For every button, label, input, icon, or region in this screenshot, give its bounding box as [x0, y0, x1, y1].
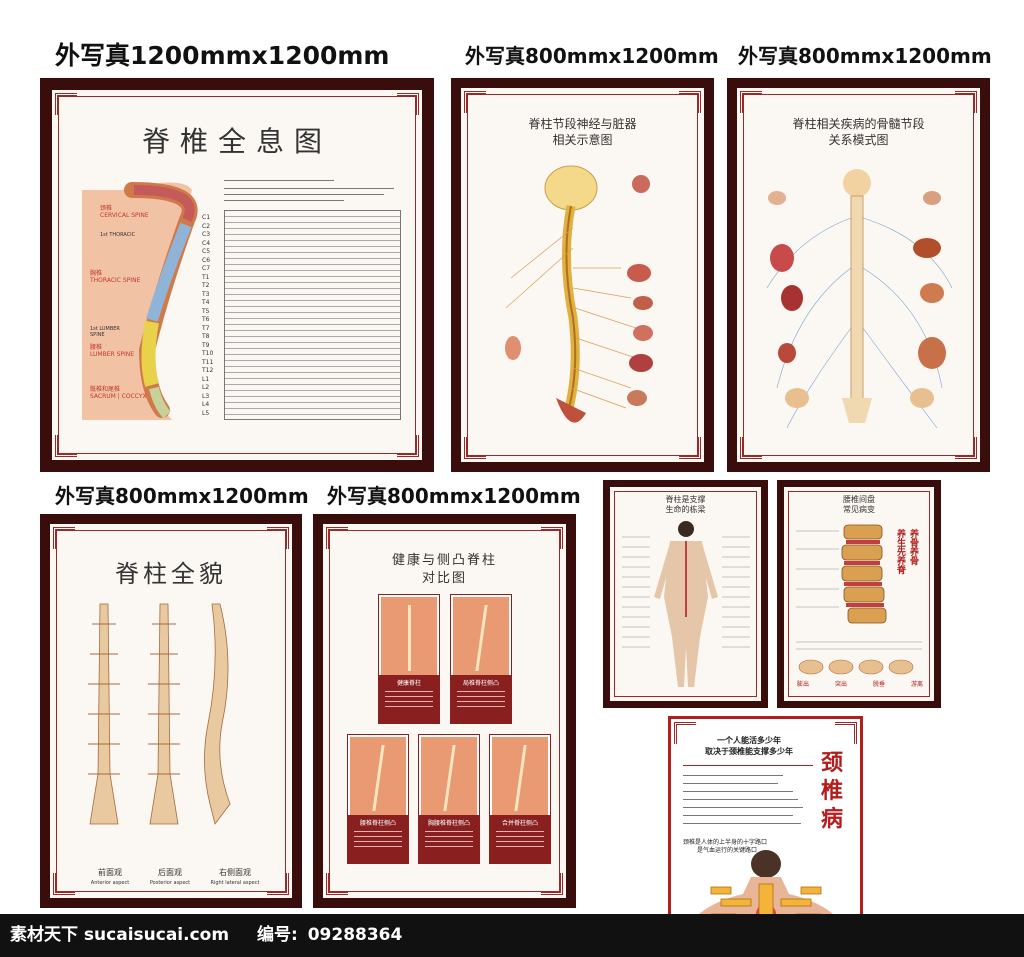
vertebra-label: T12 [202, 367, 214, 374]
poster-frame-pillar-of-life: 脊柱是支撑生命的栋梁 [603, 480, 768, 708]
poster-pillar-of-life: 脊柱是支撑生命的栋梁 [610, 487, 761, 701]
back-body-illustration [622, 521, 750, 687]
spine-line [443, 745, 456, 811]
size-label-poster-2: 外写真800mmx1200mm [465, 44, 719, 68]
lumbar-spine-illustration [796, 524, 922, 675]
back-figure [350, 737, 406, 815]
vertebra-label: T10 [202, 350, 214, 357]
vertebra-label: L1 [202, 375, 210, 383]
vertebra-label: T3 [202, 290, 210, 298]
body-note: 颈椎是人体的上半身的十字路口 是气血运行的关键路口 [683, 839, 768, 854]
size-label-poster-4: 外写真800mmx1200mm [55, 484, 309, 508]
poster-nerves-organs: 脊柱节段神经与脏器相关示意图 [461, 88, 704, 462]
poster-title: 脊柱全貌 [115, 560, 227, 588]
scoliosis-card: 合并脊柱侧凸 [489, 734, 551, 864]
poster-frame-nerves-organs: 脊柱节段神经与脏器相关示意图 [451, 78, 714, 472]
vertebra-label: C7 [202, 265, 211, 272]
spine-line [408, 605, 411, 671]
poster-title: 脊柱节段神经与脏器相关示意图 [528, 117, 637, 147]
poster-frame-disc-lesions: 腰椎间盘常见病变 养生先养脊 养骨养骨 [777, 480, 941, 708]
vertebra-label: T7 [202, 324, 210, 332]
size-label-poster-3: 外写真800mmx1200mm [738, 44, 992, 68]
card-label: 局椎脊柱侧凸 [462, 680, 499, 687]
spine-three-views [88, 603, 231, 825]
card-caption-band: 健康脊柱 [379, 675, 439, 723]
vertebra-label: L5 [202, 409, 210, 417]
nervous-system-illustration [505, 165, 653, 423]
region-label-first-thoracic: 1st THORACIC [100, 232, 136, 238]
scoliosis-card: 健康脊柱 [378, 594, 440, 724]
vertebra-label: C3 [202, 231, 211, 238]
size-label-poster-5: 外写真800mmx1200mm [327, 484, 581, 508]
back-figure [381, 597, 437, 675]
info-table [224, 210, 401, 420]
card-label: 合并脊柱侧凸 [501, 820, 538, 827]
vertebra-label: T2 [202, 282, 210, 289]
watermark-bar [0, 914, 1024, 957]
back-figure [492, 737, 548, 815]
card-label: 健康脊柱 [396, 680, 421, 687]
vertebra-label: C5 [202, 248, 211, 255]
vertebra-label: C4 [202, 239, 211, 247]
poster-title: 脊椎全息图 [141, 125, 332, 158]
poster-disc-lesions: 腰椎间盘常见病变 养生先养脊 养骨养骨 [784, 487, 934, 701]
card-caption-band: 合并脊柱侧凸 [490, 815, 550, 863]
watermark-text: 素材天下 sucaisucai.com 编号: 09288364 [10, 925, 403, 945]
card-label: 胸腰椎脊柱侧凸 [427, 820, 470, 827]
vertebra-label: T5 [202, 307, 210, 315]
disc-lesion-labels: 膨出突出 脱垂游离 [797, 681, 923, 688]
vertebra-label: C1 [202, 214, 211, 221]
poster-frame-disease-segments: 脊柱相关疾病的骨髓节段关系模式图 [727, 78, 990, 472]
headline: 一个人能活多少年取决于颈椎能支撑多少年 [705, 736, 793, 756]
vertebra-label: T6 [202, 316, 210, 323]
vertebra-label: C2 [202, 222, 211, 230]
vertebra-label: T8 [202, 333, 210, 340]
poster-disease-segments: 脊柱相关疾病的骨髓节段关系模式图 [737, 88, 980, 462]
vertebra-label: T1 [202, 273, 210, 281]
back-figure [453, 597, 509, 675]
poster-title: 健康与侧凸脊柱对比图 [391, 553, 497, 586]
card-caption-band: 胸腰椎脊柱侧凸 [419, 815, 479, 863]
poster-scoliosis: 健康与侧凸脊柱对比图 健康脊柱 局椎脊柱侧凸腰椎脊柱侧凸 胸腰椎脊柱侧凸 合并脊柱侧凸 [323, 524, 566, 898]
card-label: 腰椎脊柱侧凸 [359, 820, 396, 827]
poster-frame-scoliosis: 健康与侧凸脊柱对比图 健康脊柱 局椎脊柱侧凸腰椎脊柱侧凸 胸腰椎脊柱侧凸 合并脊柱侧凸 [313, 514, 576, 908]
spine-line [475, 605, 488, 671]
size-label-poster-1: 外写真1200mmx1200mm [55, 41, 390, 70]
spine-line [372, 745, 385, 811]
big-title-cervical: 颈椎病 [821, 750, 844, 832]
vertebra-label: T9 [202, 341, 210, 349]
spinal-segment-diagram [766, 169, 953, 429]
poster-title: 脊柱相关疾病的骨髓节段关系模式图 [792, 117, 925, 147]
poster-title: 脊柱是支撑生命的栋梁 [665, 495, 706, 514]
side-slogan: 养生先养脊 养骨养骨 [895, 529, 918, 574]
scoliosis-card: 胸腰椎脊柱侧凸 [418, 734, 480, 864]
vertebra-label: L4 [202, 401, 210, 408]
vertebra-label: T4 [202, 299, 210, 306]
back-figure [421, 737, 477, 815]
poster-title: 腰椎间盘常见病变 [843, 495, 875, 514]
scoliosis-card: 腰椎脊柱侧凸 [347, 734, 409, 864]
spine-line [514, 745, 527, 811]
card-caption-band: 腰椎脊柱侧凸 [348, 815, 408, 863]
card-caption-band: 局椎脊柱侧凸 [451, 675, 511, 723]
vertebra-label: C6 [202, 256, 211, 264]
scoliosis-card: 局椎脊柱侧凸 [450, 594, 512, 724]
side-spine-illustration [82, 182, 198, 420]
vertebra-label: L3 [202, 392, 210, 400]
vertebra-label: L2 [202, 384, 210, 391]
vertebra-label: T11 [202, 358, 214, 366]
